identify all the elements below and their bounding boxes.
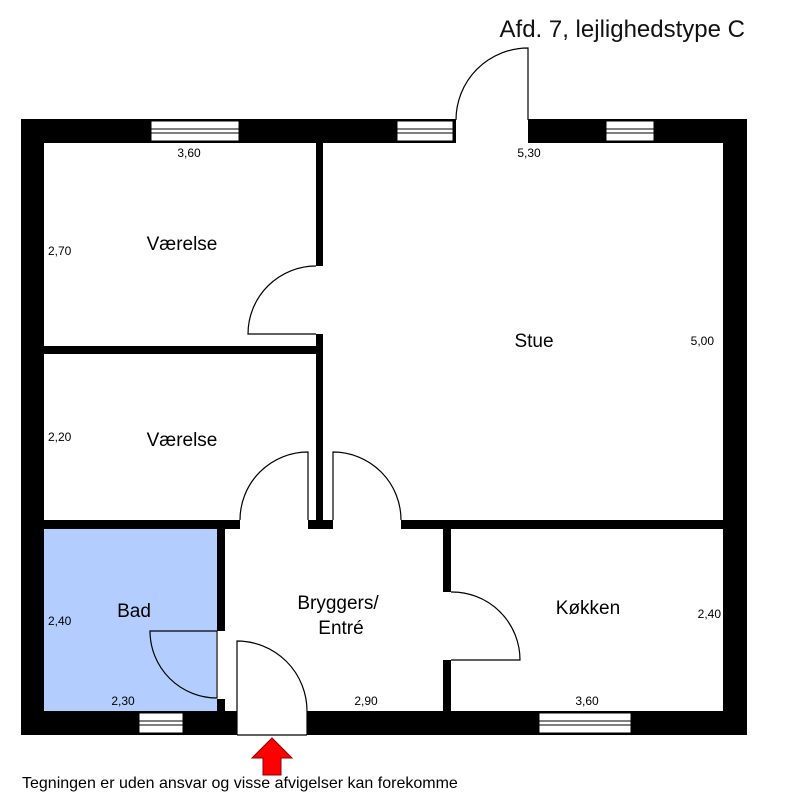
dim-living-depth: 5,00	[691, 334, 715, 348]
dim-utility-width: 2,90	[354, 694, 378, 708]
utility-label-line2: Entré	[318, 618, 363, 639]
door-openings	[216, 118, 528, 736]
dim-kitchen-width: 3,60	[575, 694, 599, 708]
plan-title: Afd. 7, lejlighedstype C	[500, 16, 745, 43]
dim-room1-width: 3,60	[177, 146, 201, 160]
bath-label: Bad	[117, 601, 151, 622]
window-bath	[138, 712, 184, 734]
bathroom-fill	[44, 529, 218, 711]
living-label: Stue	[514, 331, 553, 352]
dim-bath-depth: 2,40	[48, 614, 72, 628]
dim-bath-width: 2,30	[111, 694, 135, 708]
room1-label: Værelse	[147, 234, 218, 255]
bath-door	[149, 630, 218, 699]
room1-door	[247, 265, 317, 335]
disclaimer-note: Tegningen er uden ansvar og visse afvige…	[22, 775, 458, 792]
door-swings	[149, 47, 529, 736]
windows	[138, 120, 655, 734]
window-room1	[150, 120, 240, 142]
entrance-door	[236, 640, 308, 712]
dim-room1-depth: 2,70	[48, 244, 72, 258]
kitchen-door	[450, 591, 521, 661]
kitchen-label: Køkken	[556, 598, 620, 619]
dim-room2-depth: 2,20	[48, 430, 72, 444]
dim-kitchen-depth: 2,40	[698, 607, 722, 621]
room2-label: Værelse	[147, 430, 218, 451]
window-living-2	[605, 120, 655, 142]
utility-label-line1: Bryggers/	[297, 593, 379, 614]
window-kitchen	[538, 712, 632, 734]
entrance-arrow-icon	[250, 737, 294, 776]
window-living-1	[396, 120, 454, 142]
living-door	[332, 451, 402, 521]
front-top-door	[455, 47, 529, 121]
room2-door	[239, 451, 309, 521]
dim-living-width: 5,30	[517, 146, 541, 160]
